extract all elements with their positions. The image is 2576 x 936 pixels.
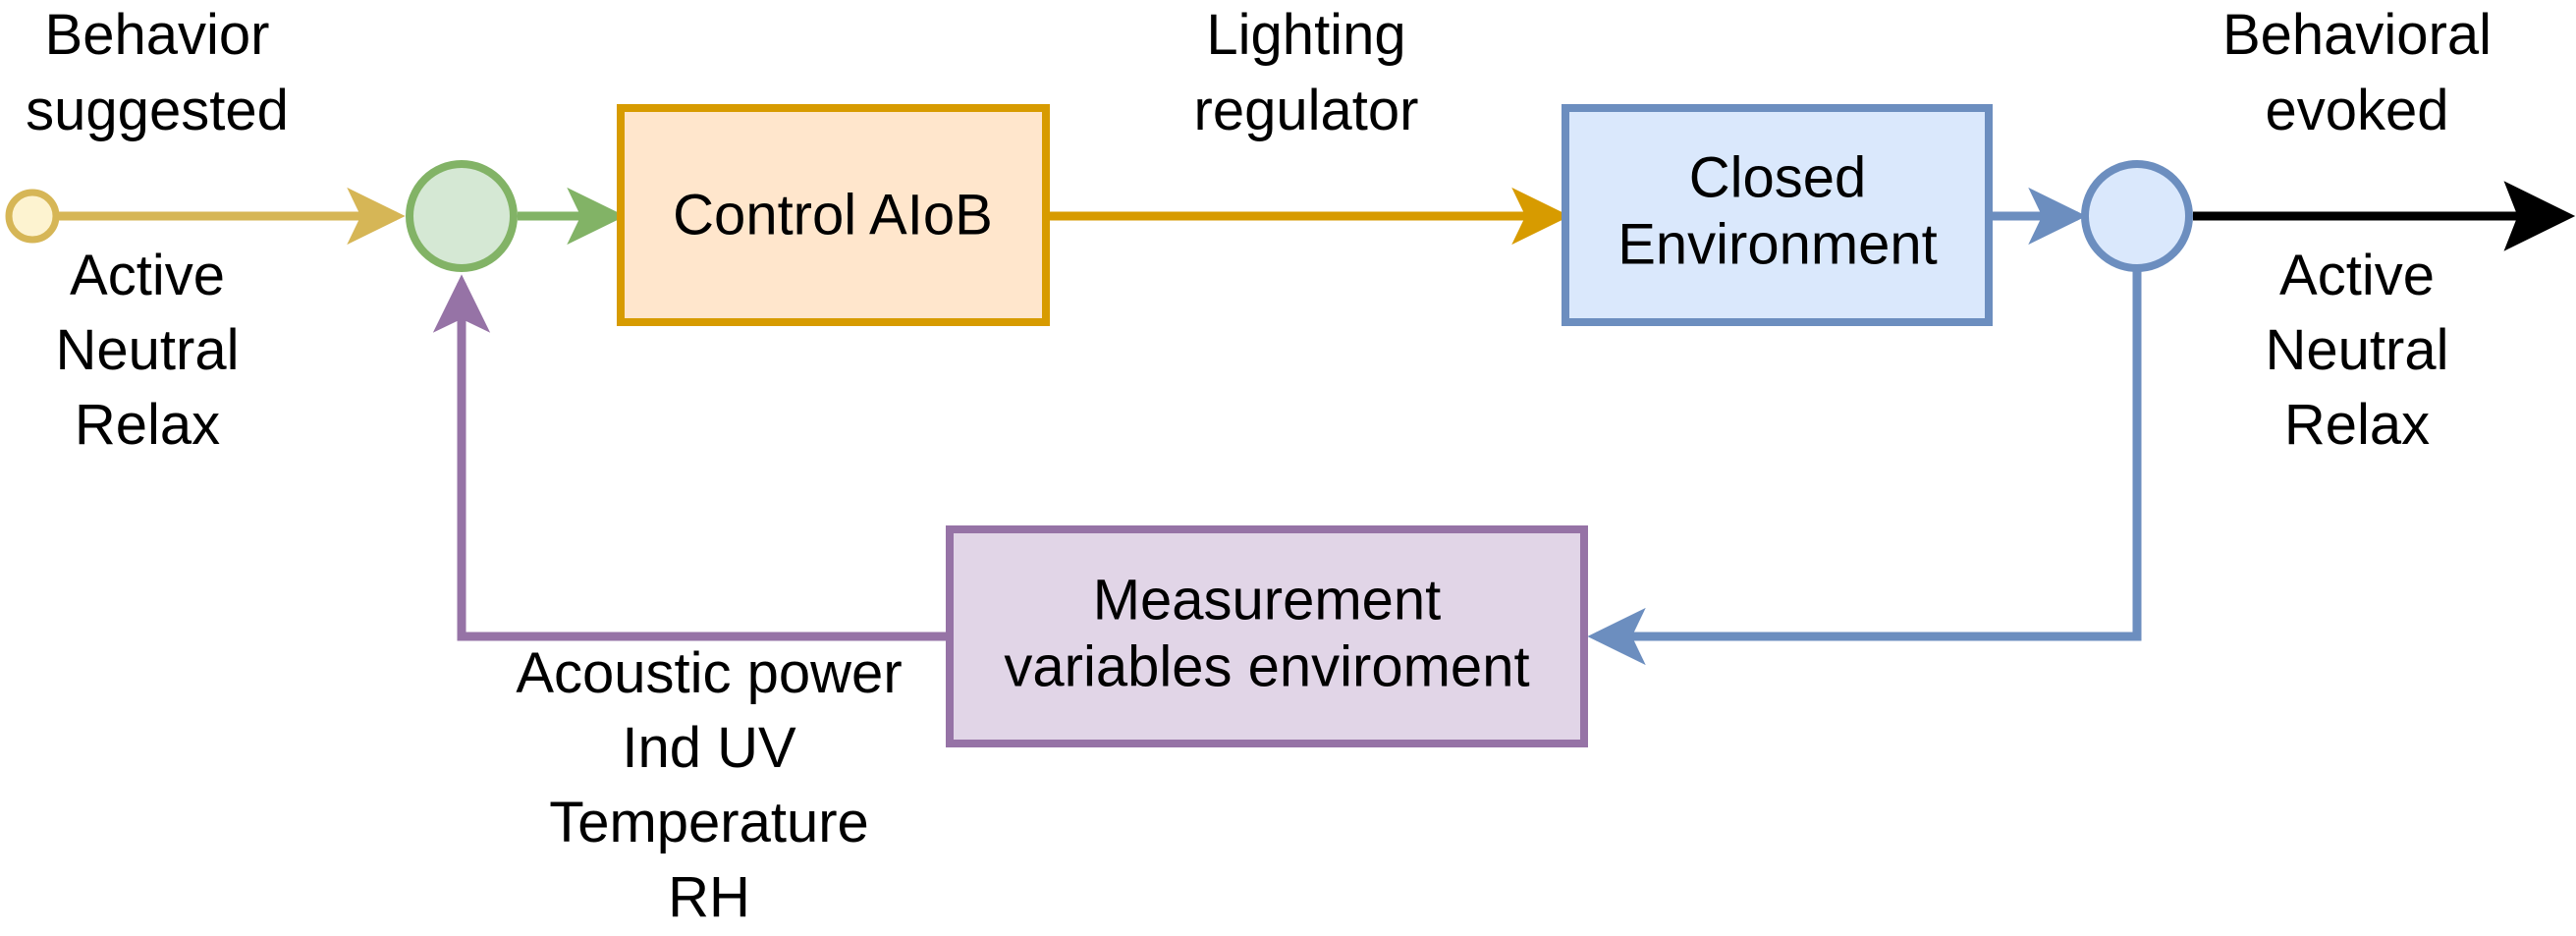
output-label-bottom-line3: Relax xyxy=(2284,393,2430,457)
measurement-box-label-line2: variables enviroment xyxy=(1004,634,1529,698)
environment-box-label-line1: Closed xyxy=(1689,145,1867,209)
output-label-bottom-line2: Neutral xyxy=(2266,318,2449,382)
output-label-top-line1: Behavioral xyxy=(2222,3,2492,67)
lighting-regulator-label-line1: Lighting xyxy=(1206,3,1405,67)
node-summing-junction[interactable] xyxy=(406,160,518,272)
edge-measurement-to-sum xyxy=(432,274,950,641)
node-output-circle[interactable] xyxy=(2081,160,2193,272)
measurement-box-label-line1: Measurement xyxy=(1093,568,1442,632)
output-label-top-line2: evoked xyxy=(2265,79,2448,142)
environment-box-label-line2: Environment xyxy=(1617,212,1938,276)
control-box-label: Control AIoB xyxy=(673,183,993,247)
feedback-label-line1: Acoustic power xyxy=(516,641,902,705)
edge-output-to-measurement xyxy=(1587,271,2142,666)
lighting-regulator-label-line2: regulator xyxy=(1194,79,1419,142)
node-control-box[interactable] xyxy=(617,104,1050,326)
input-label-top-line1: Behavior xyxy=(45,3,270,67)
feedback-label-line3: Temperature xyxy=(549,791,869,854)
node-environment-box[interactable] xyxy=(1562,104,1993,326)
output-label-bottom-line1: Active xyxy=(2279,244,2435,307)
input-label-bottom-line3: Relax xyxy=(75,393,220,457)
feedback-label-line2: Ind UV xyxy=(622,716,796,780)
node-measurement-box[interactable] xyxy=(946,525,1588,747)
node-start-circle[interactable] xyxy=(5,189,60,244)
input-label-top-line2: suggested xyxy=(26,79,289,142)
feedback-label-line4: RH xyxy=(668,865,750,929)
input-label-bottom-line1: Active xyxy=(70,244,225,307)
input-label-bottom-line2: Neutral xyxy=(56,318,240,382)
